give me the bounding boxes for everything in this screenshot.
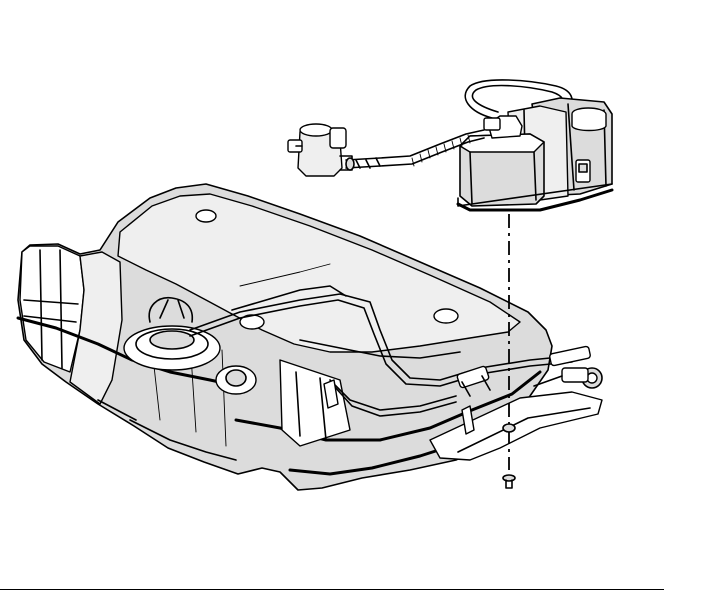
evap-canister [456, 79, 614, 212]
canister-bracket [429, 391, 603, 461]
fuel-pump-module [123, 297, 221, 371]
fuel-filler-boss [215, 365, 257, 395]
line-connectors [456, 345, 603, 397]
fuel-tank-top-surface [117, 193, 521, 353]
mounting-bolt [502, 474, 516, 489]
canister-vent-hose-loop [464, 79, 573, 119]
canister-base-rim [456, 188, 614, 212]
bottom-divider-line [0, 589, 664, 590]
canister-purge-valve [287, 123, 355, 177]
vent-hose [345, 129, 485, 169]
fuel-lines [189, 263, 573, 417]
fuel-tank-assembly [16, 183, 603, 491]
fuel-tank-left-end [19, 245, 85, 373]
